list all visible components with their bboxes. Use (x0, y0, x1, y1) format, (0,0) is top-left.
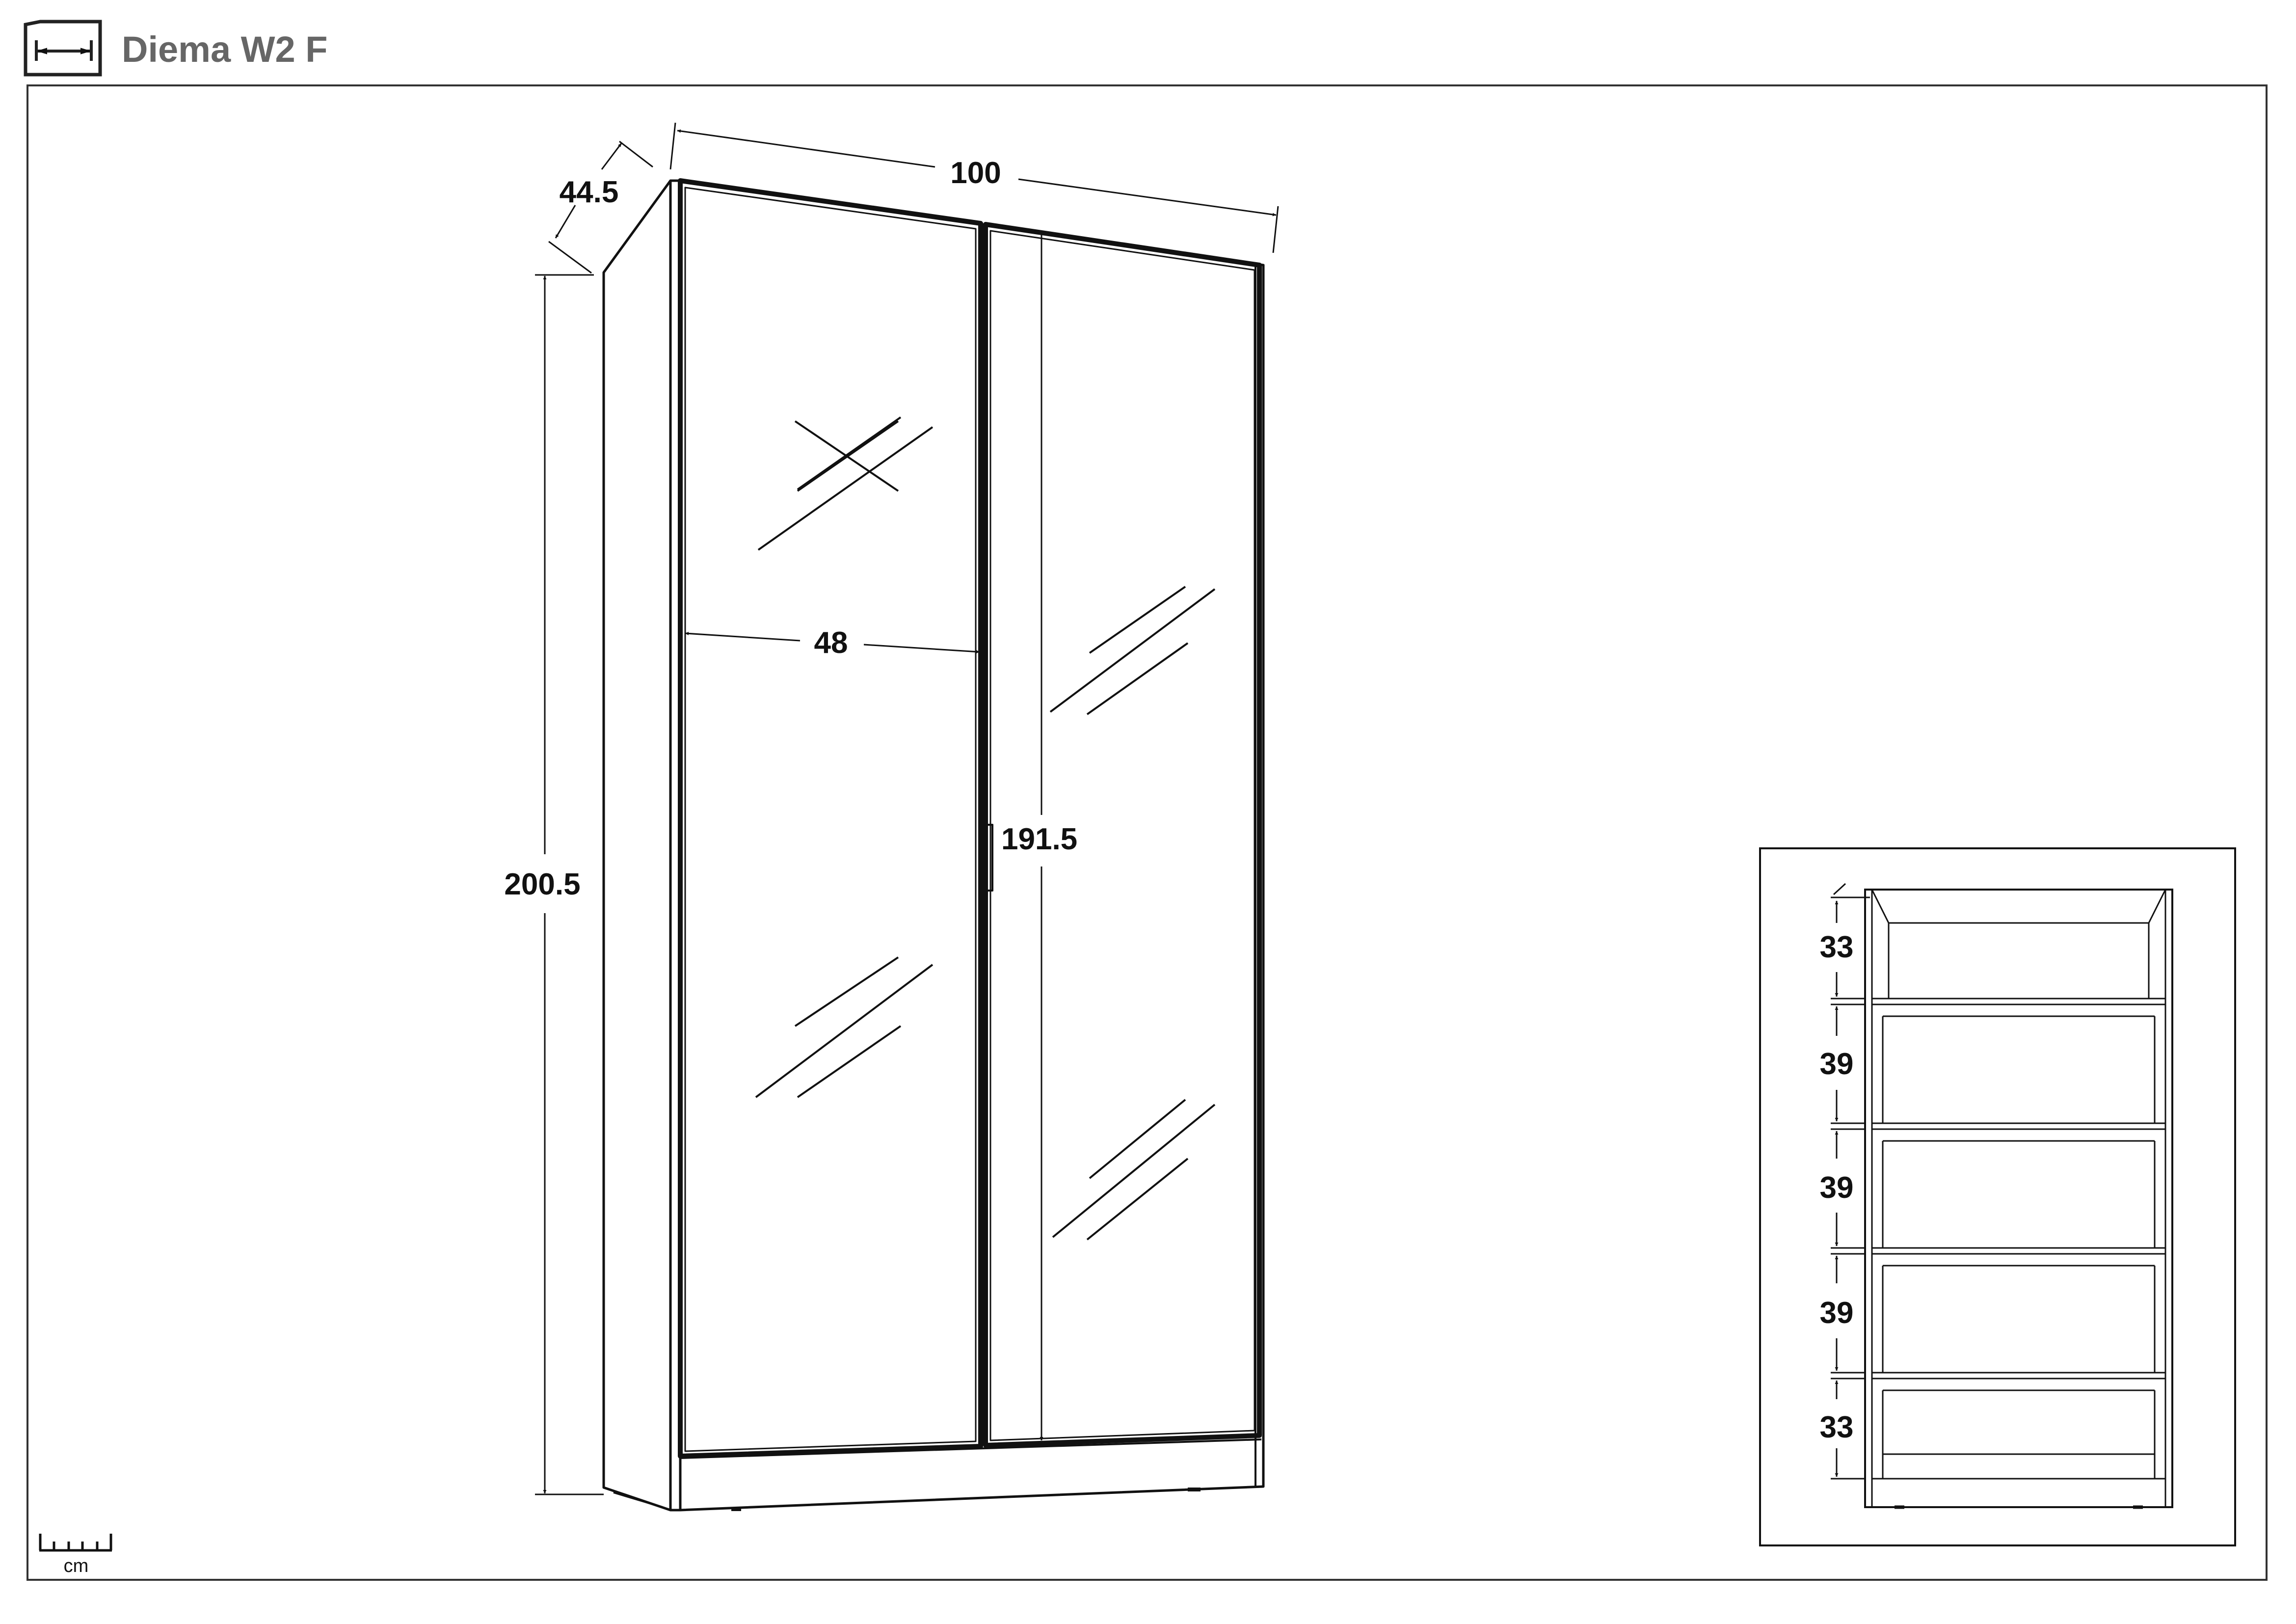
mirror-reflection-lines (755, 416, 1216, 1241)
scale-unit-label: cm (64, 1556, 89, 1576)
inset-frame (1759, 847, 2236, 1546)
height-dimension-label: 200.5 (504, 867, 580, 901)
interior-dimension-lines (1831, 883, 1870, 1480)
interior-shelves (1872, 998, 2165, 1480)
door-width-dimension-label: 48 (814, 626, 848, 660)
wardrobe-front-frame (670, 179, 1265, 1512)
right-door (983, 222, 1262, 1448)
wardrobe-perspective-view (602, 178, 1265, 1512)
compartment-height-label: 39 (1820, 1047, 1854, 1081)
compartment-height-label: 39 (1820, 1171, 1854, 1205)
interior-carcass (1864, 889, 2173, 1508)
compartment-height-label: 33 (1820, 1410, 1854, 1444)
door-height-dimension-label: 191.5 (1001, 822, 1077, 856)
compartment-height-label: 39 (1820, 1296, 1854, 1330)
dimension-arrows-icon (24, 20, 102, 77)
ruler-icon (39, 1534, 112, 1552)
page-title-overlay: Diema W2 F (122, 29, 328, 70)
compartment-height-label: 33 (1820, 930, 1854, 964)
drawing-frame (27, 84, 2268, 1581)
dimension-lines (535, 122, 1279, 1495)
wardrobe-side-panel (602, 179, 672, 1512)
depth-dimension-label: 44.5 (560, 175, 619, 209)
door-handle (983, 824, 993, 892)
interior-view-inset (1759, 847, 2236, 1546)
width-dimension-label: 100 (950, 156, 1001, 190)
left-door (678, 178, 983, 1459)
